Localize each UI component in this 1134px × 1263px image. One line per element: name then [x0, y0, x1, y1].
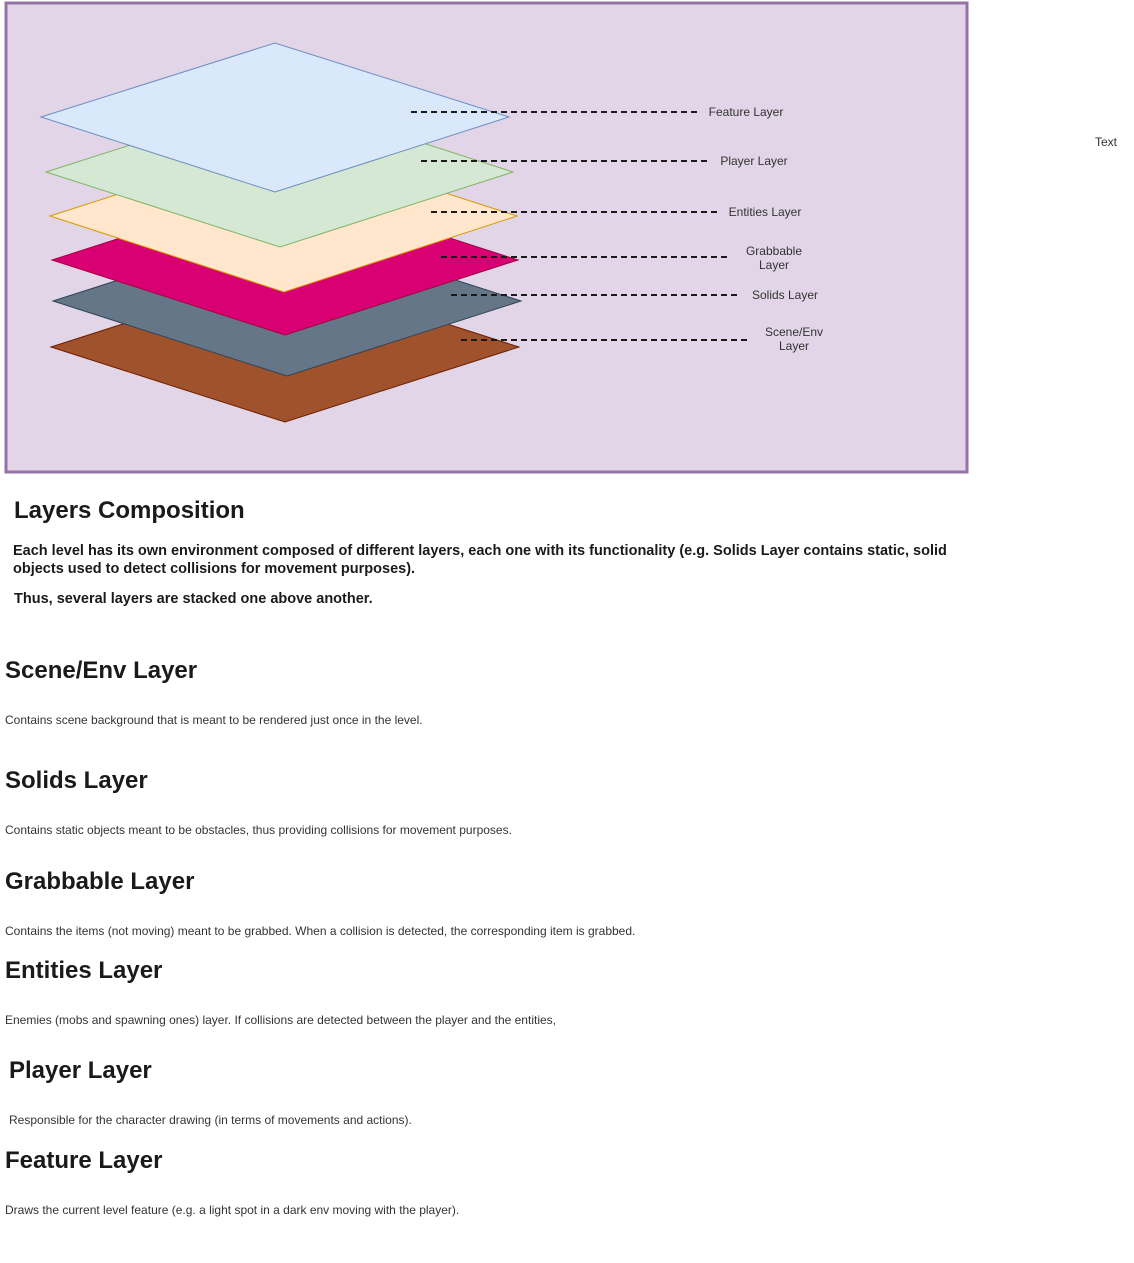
- section-title-feature: Feature Layer: [5, 1147, 163, 1174]
- composition-title: Layers Composition: [14, 497, 245, 524]
- entities-layer-label-line: Entities Layer: [729, 205, 802, 219]
- scene-layer-label-line: Scene/Env: [765, 325, 823, 339]
- composition-paragraph-2: Thus, several layers are stacked one abo…: [14, 591, 373, 607]
- grabbable-layer-label-line: Grabbable: [746, 244, 802, 258]
- section-desc-grabbable: Contains the items (not moving) meant to…: [5, 924, 636, 938]
- solids-layer-label: Solids Layer: [752, 288, 818, 302]
- section-desc-solids: Contains static objects meant to be obst…: [5, 823, 512, 837]
- free-text-label: Text: [1094, 135, 1117, 149]
- section-title-scene: Scene/Env Layer: [5, 657, 198, 684]
- entities-layer-label: Entities Layer: [729, 205, 802, 219]
- feature-layer-label: Feature Layer: [709, 105, 784, 119]
- feature-layer-shape: [39, 42, 511, 193]
- player-layer-label-line: Player Layer: [720, 154, 787, 168]
- feature-layer-label-line: Feature Layer: [709, 105, 784, 119]
- section-title-grabbable: Grabbable Layer: [5, 868, 195, 895]
- grabbable-layer-label-line: Layer: [759, 258, 789, 272]
- solids-layer-label-line: Solids Layer: [752, 288, 818, 302]
- section-desc-scene: Contains scene background that is meant …: [5, 713, 423, 727]
- section-desc-entities: Enemies (mobs and spawning ones) layer. …: [5, 1013, 556, 1027]
- section-title-player: Player Layer: [9, 1057, 152, 1084]
- section-desc-player: Responsible for the character drawing (i…: [9, 1113, 412, 1127]
- scene-layer-label-line: Layer: [779, 339, 809, 353]
- section-desc-feature: Draws the current level feature (e.g. a …: [5, 1203, 460, 1217]
- composition-paragraph-1: Each level has its own environment compo…: [13, 543, 947, 577]
- section-title-entities: Entities Layer: [5, 957, 163, 984]
- player-layer-label: Player Layer: [720, 154, 787, 168]
- section-title-solids: Solids Layer: [5, 767, 148, 794]
